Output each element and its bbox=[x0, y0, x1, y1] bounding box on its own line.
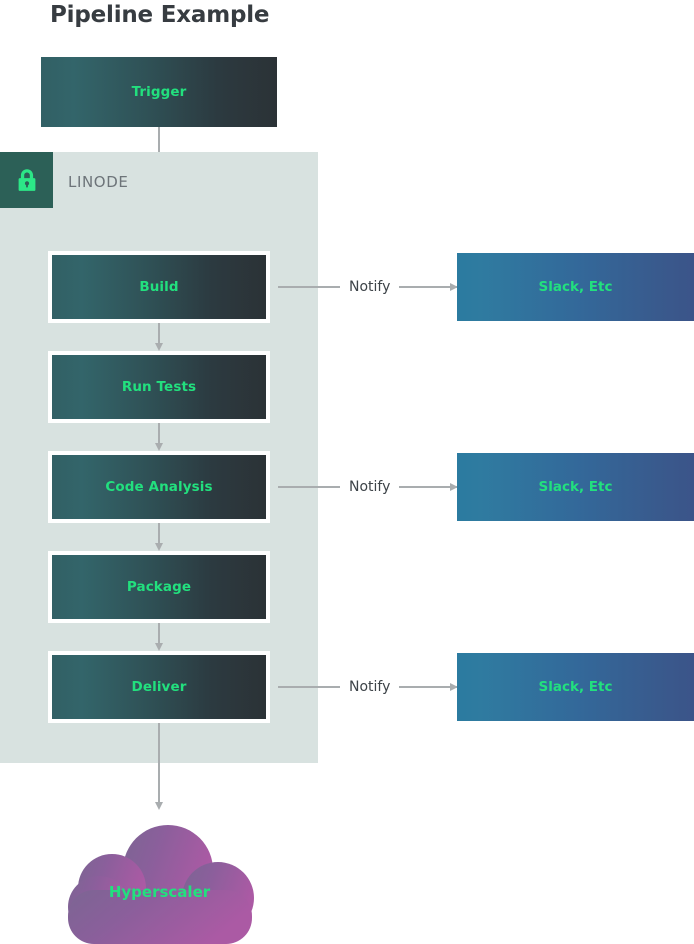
notify-target-label-3: Slack, Etc bbox=[538, 679, 613, 695]
stage-label-trigger: Trigger bbox=[131, 84, 187, 100]
stage-label-run-tests: Run Tests bbox=[121, 379, 197, 395]
stage-box-run-tests[interactable]: Run Tests bbox=[48, 351, 270, 423]
flow-arrow-build-to-run-tests bbox=[154, 323, 163, 351]
notify-line-segment bbox=[278, 686, 340, 688]
stage-label-package: Package bbox=[126, 579, 192, 595]
stage-label-deliver: Deliver bbox=[131, 679, 187, 695]
notify-label-build: Notify bbox=[349, 279, 391, 295]
lock-icon bbox=[0, 152, 53, 208]
stage-box-package[interactable]: Package bbox=[48, 551, 270, 623]
flow-arrow-code-analysis-to-package bbox=[154, 523, 163, 551]
stage-box-build[interactable]: Build bbox=[48, 251, 270, 323]
cloud-icon bbox=[68, 825, 254, 944]
notify-arrow-icon bbox=[399, 283, 458, 290]
flow-arrow-run-tests-to-code-analysis bbox=[154, 423, 163, 451]
hyperscaler-cloud[interactable]: Hyperscaler bbox=[52, 818, 267, 944]
stage-box-deliver[interactable]: Deliver bbox=[48, 651, 270, 723]
notify-connector-deliver: Notify bbox=[278, 677, 458, 697]
notify-arrow-icon bbox=[399, 683, 458, 690]
notify-connector-code-analysis: Notify bbox=[278, 477, 458, 497]
notify-target-label-1: Slack, Etc bbox=[538, 279, 613, 295]
notify-label-code-analysis: Notify bbox=[349, 479, 391, 495]
stage-box-code-analysis[interactable]: Code Analysis bbox=[48, 451, 270, 523]
stage-label-code-analysis: Code Analysis bbox=[105, 479, 213, 495]
notify-label-deliver: Notify bbox=[349, 679, 391, 695]
hyperscaler-label: Hyperscaler bbox=[108, 883, 211, 901]
stage-label-build: Build bbox=[139, 279, 179, 295]
stage-box-trigger[interactable]: Trigger bbox=[41, 57, 277, 127]
notify-target-label-2: Slack, Etc bbox=[538, 479, 613, 495]
flow-arrow-deliver-to-hyperscaler bbox=[154, 723, 163, 810]
notify-line-segment bbox=[278, 486, 340, 488]
notify-target-box-2[interactable]: Slack, Etc bbox=[457, 453, 694, 521]
notify-connector-build: Notify bbox=[278, 277, 458, 297]
notify-target-box-3[interactable]: Slack, Etc bbox=[457, 653, 694, 721]
flow-arrow-package-to-deliver bbox=[154, 623, 163, 651]
notify-target-box-1[interactable]: Slack, Etc bbox=[457, 253, 694, 321]
notify-line-segment bbox=[278, 286, 340, 288]
linode-zone-label: LINODE bbox=[68, 173, 129, 191]
notify-arrow-icon bbox=[399, 483, 458, 490]
page-title: Pipeline Example bbox=[50, 2, 270, 28]
